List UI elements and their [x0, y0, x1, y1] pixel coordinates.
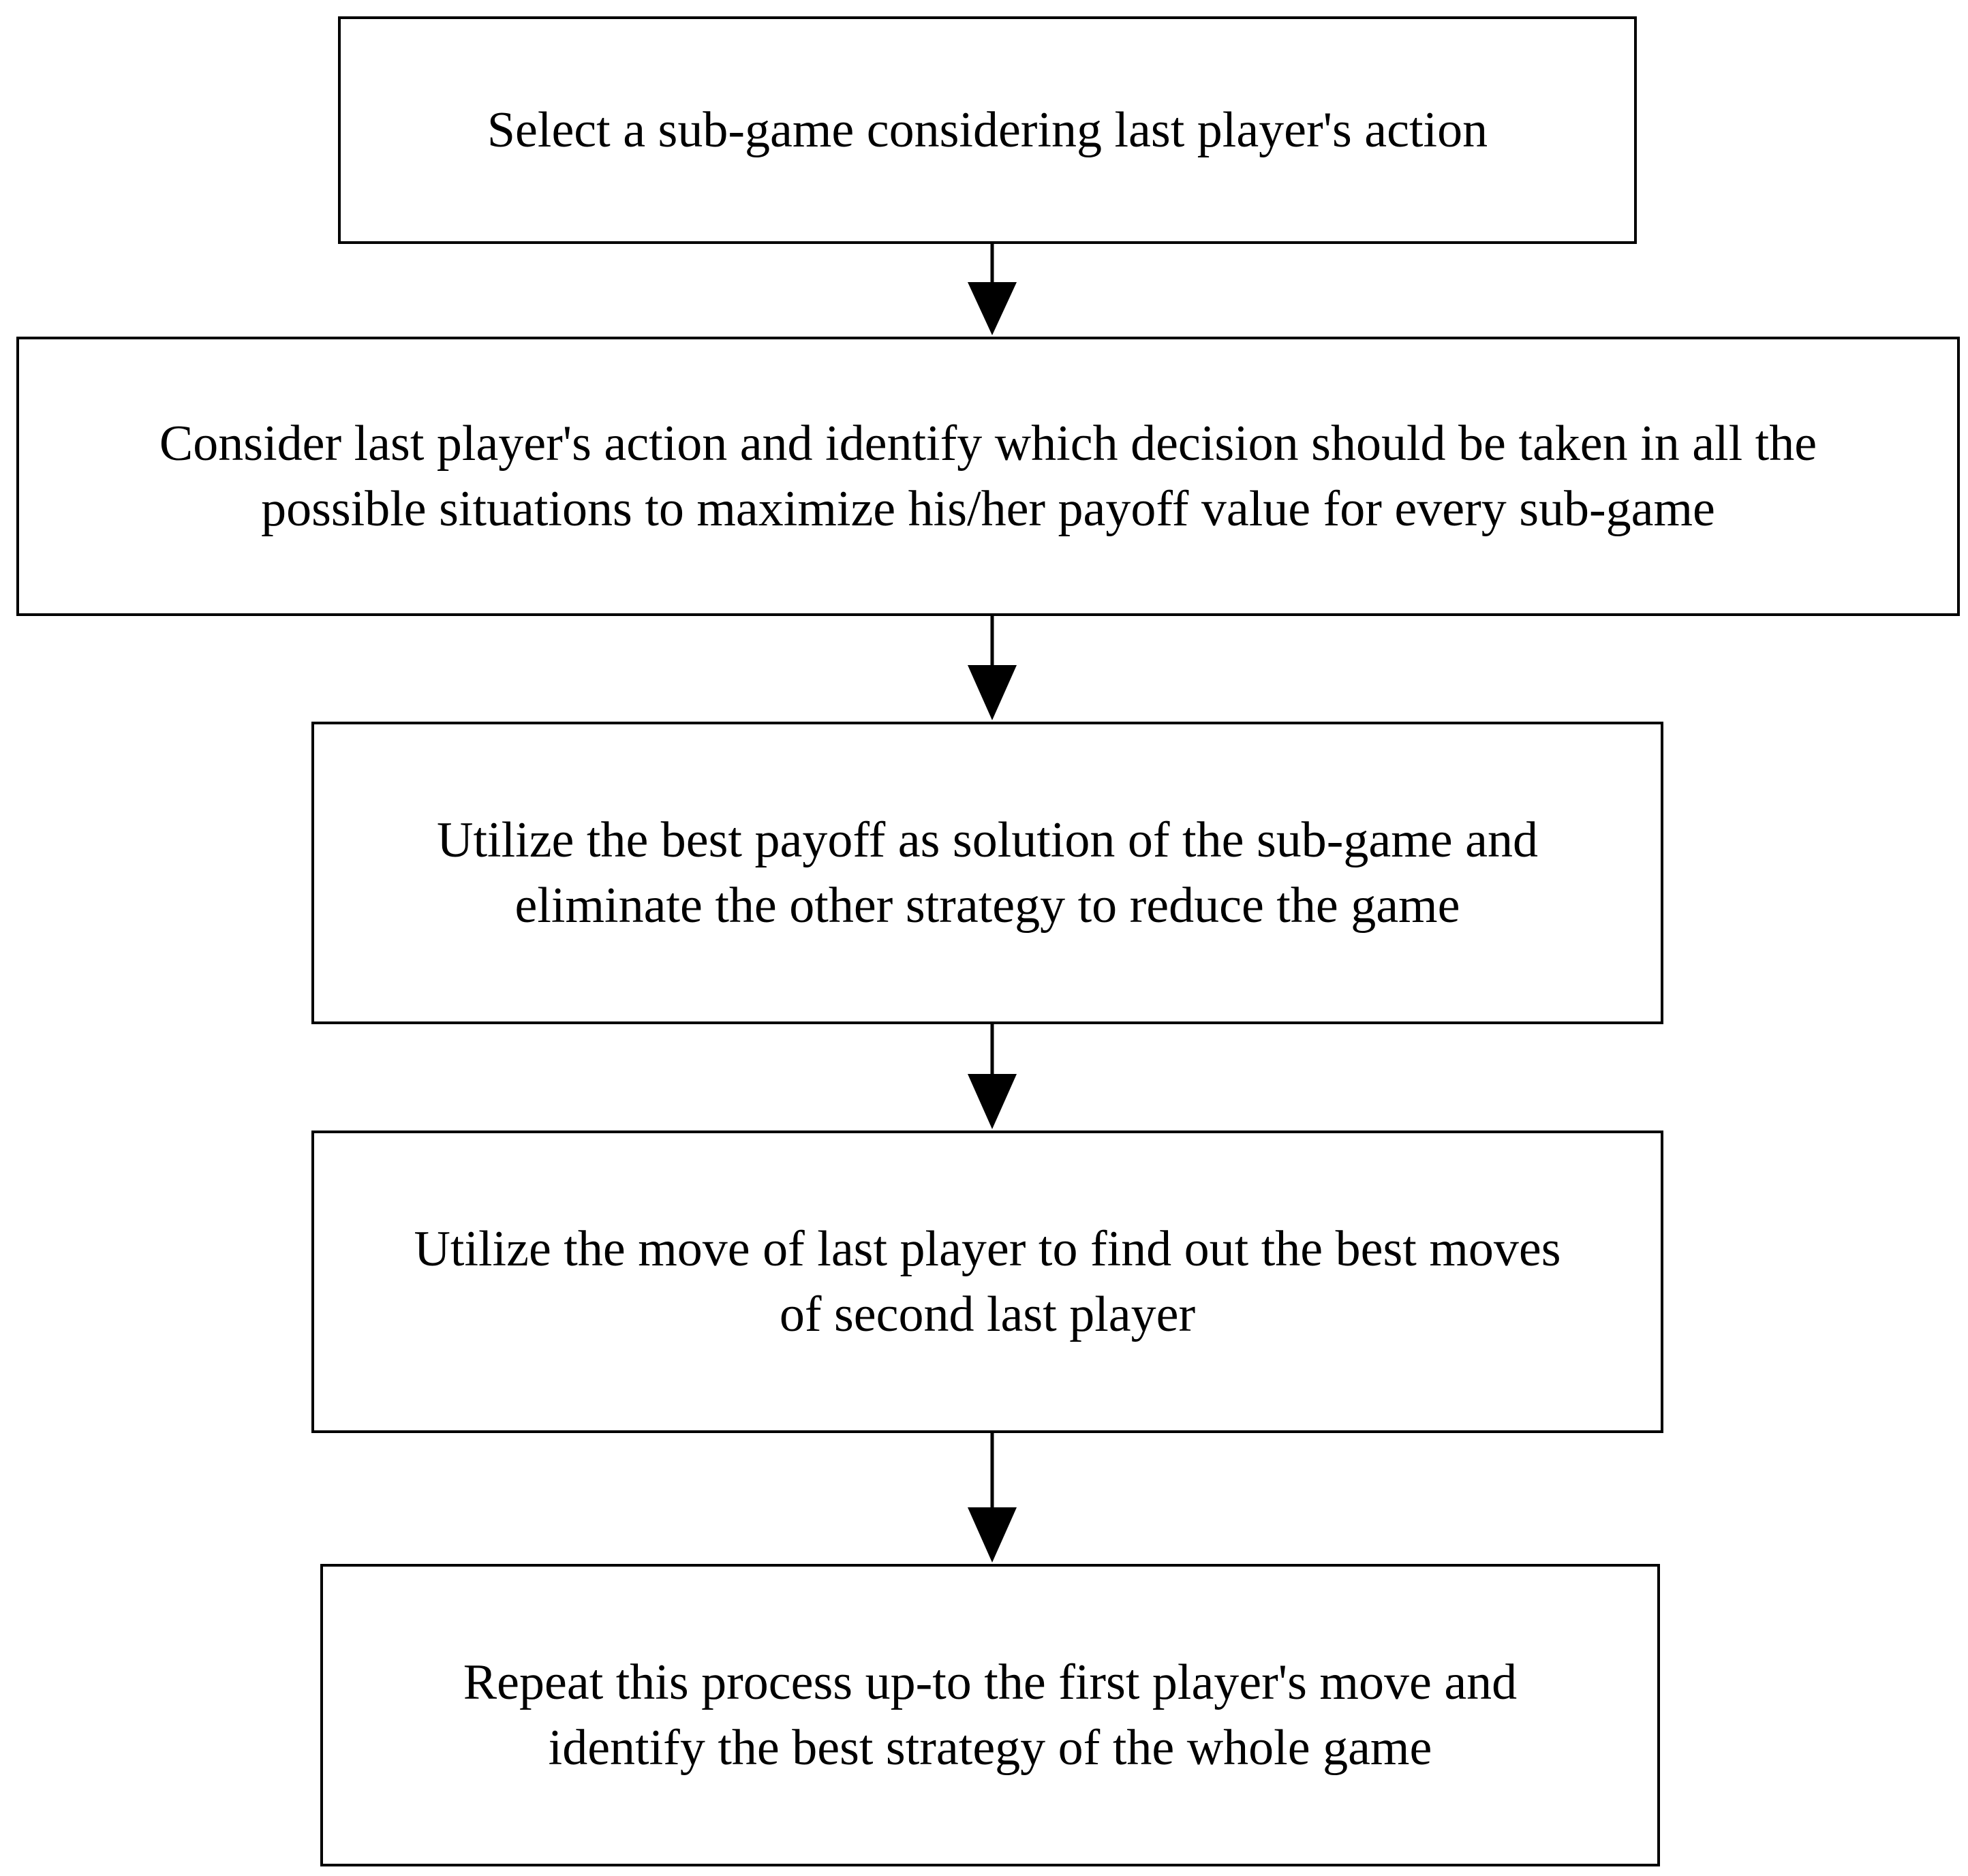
- step-5-line-2: identify the best strategy of the whole …: [548, 1720, 1432, 1776]
- step-2-line-1: Consider last player's action and identi…: [159, 416, 1817, 472]
- step-1-box: Select a sub-game considering last playe…: [338, 16, 1637, 244]
- step-3-line-2: eliminate the other strategy to reduce t…: [514, 878, 1460, 934]
- step-5-box: Repeat this process up-to the first play…: [320, 1564, 1660, 1866]
- arrow-step4-to-step5: [968, 1433, 1017, 1563]
- arrow-step2-to-step3: [968, 616, 1017, 720]
- step-4-line-1: Utilize the move of last player to find …: [414, 1221, 1561, 1277]
- step-3-line-1: Utilize the best payoff as solution of t…: [437, 812, 1538, 868]
- step-5-text: Repeat this process up-to the first play…: [463, 1650, 1517, 1781]
- step-2-box: Consider last player's action and identi…: [16, 337, 1960, 616]
- step-1-line-1: Select a sub-game considering last playe…: [487, 102, 1488, 158]
- step-3-box: Utilize the best payoff as solution of t…: [311, 722, 1663, 1024]
- step-4-text: Utilize the move of last player to find …: [414, 1216, 1560, 1347]
- arrow-step1-to-step2: [968, 244, 1017, 335]
- step-2-line-2: possible situations to maximize his/her …: [261, 481, 1715, 537]
- step-2-text: Consider last player's action and identi…: [159, 411, 1817, 542]
- step-4-line-2: of second last player: [779, 1287, 1196, 1342]
- step-5-line-1: Repeat this process up-to the first play…: [463, 1655, 1518, 1710]
- step-4-box: Utilize the move of last player to find …: [311, 1131, 1663, 1433]
- arrow-step3-to-step4: [968, 1024, 1017, 1129]
- step-1-text: Select a sub-game considering last playe…: [487, 97, 1488, 163]
- step-3-text: Utilize the best payoff as solution of t…: [437, 808, 1538, 938]
